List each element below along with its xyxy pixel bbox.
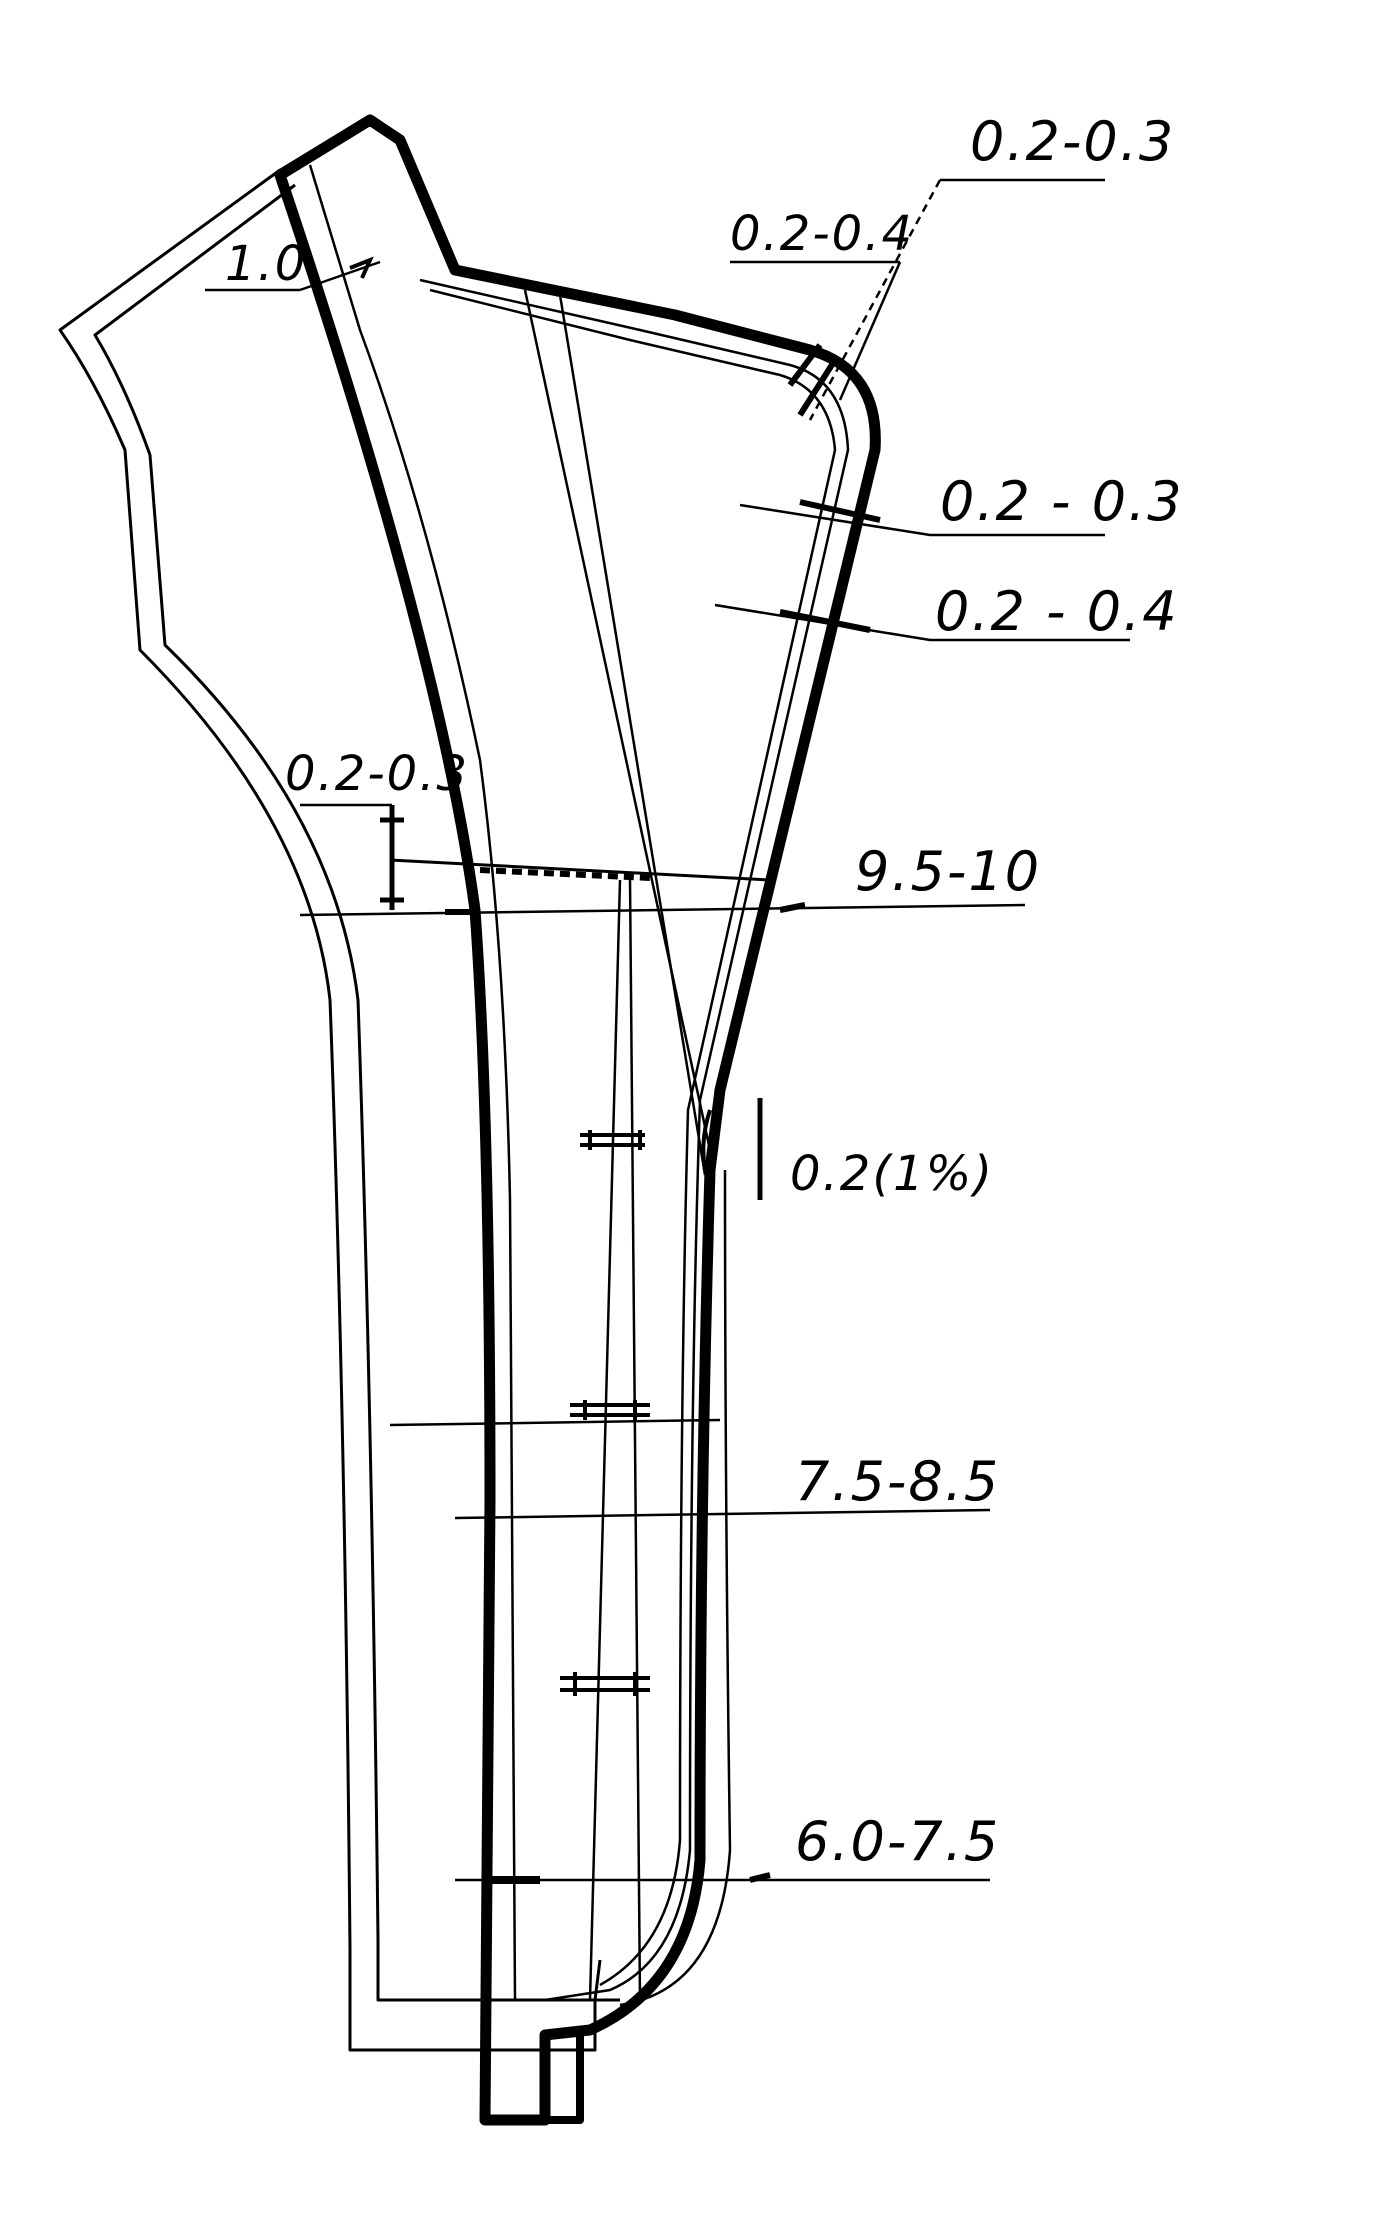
- label-width-upper: 9.5-10: [855, 840, 1041, 903]
- label-width-middle: 7.5-8.5: [795, 1450, 1000, 1513]
- inner-thin-outlines: [308, 164, 850, 2007]
- label-slope: 0.2(1%): [790, 1146, 994, 1202]
- label-width-lower: 6.0-7.5: [795, 1810, 1000, 1873]
- hatched-strip: [389, 858, 771, 882]
- label-left-mid: 0.2-0.3: [285, 746, 469, 802]
- tick-markers: [560, 1130, 650, 1696]
- label-top-right-2: 0.2-0.4: [730, 206, 914, 262]
- label-right-mid-2: 0.2 - 0.4: [935, 580, 1179, 643]
- outer-thin-outline: [58, 168, 620, 2052]
- dimension-lines: [205, 178, 1130, 1884]
- label-top-right-1: 0.2-0.3: [970, 110, 1175, 173]
- label-right-mid-1: 0.2 - 0.3: [940, 470, 1184, 533]
- label-top-left: 1.0: [225, 236, 307, 292]
- main-thick-outline: [274, 114, 881, 2126]
